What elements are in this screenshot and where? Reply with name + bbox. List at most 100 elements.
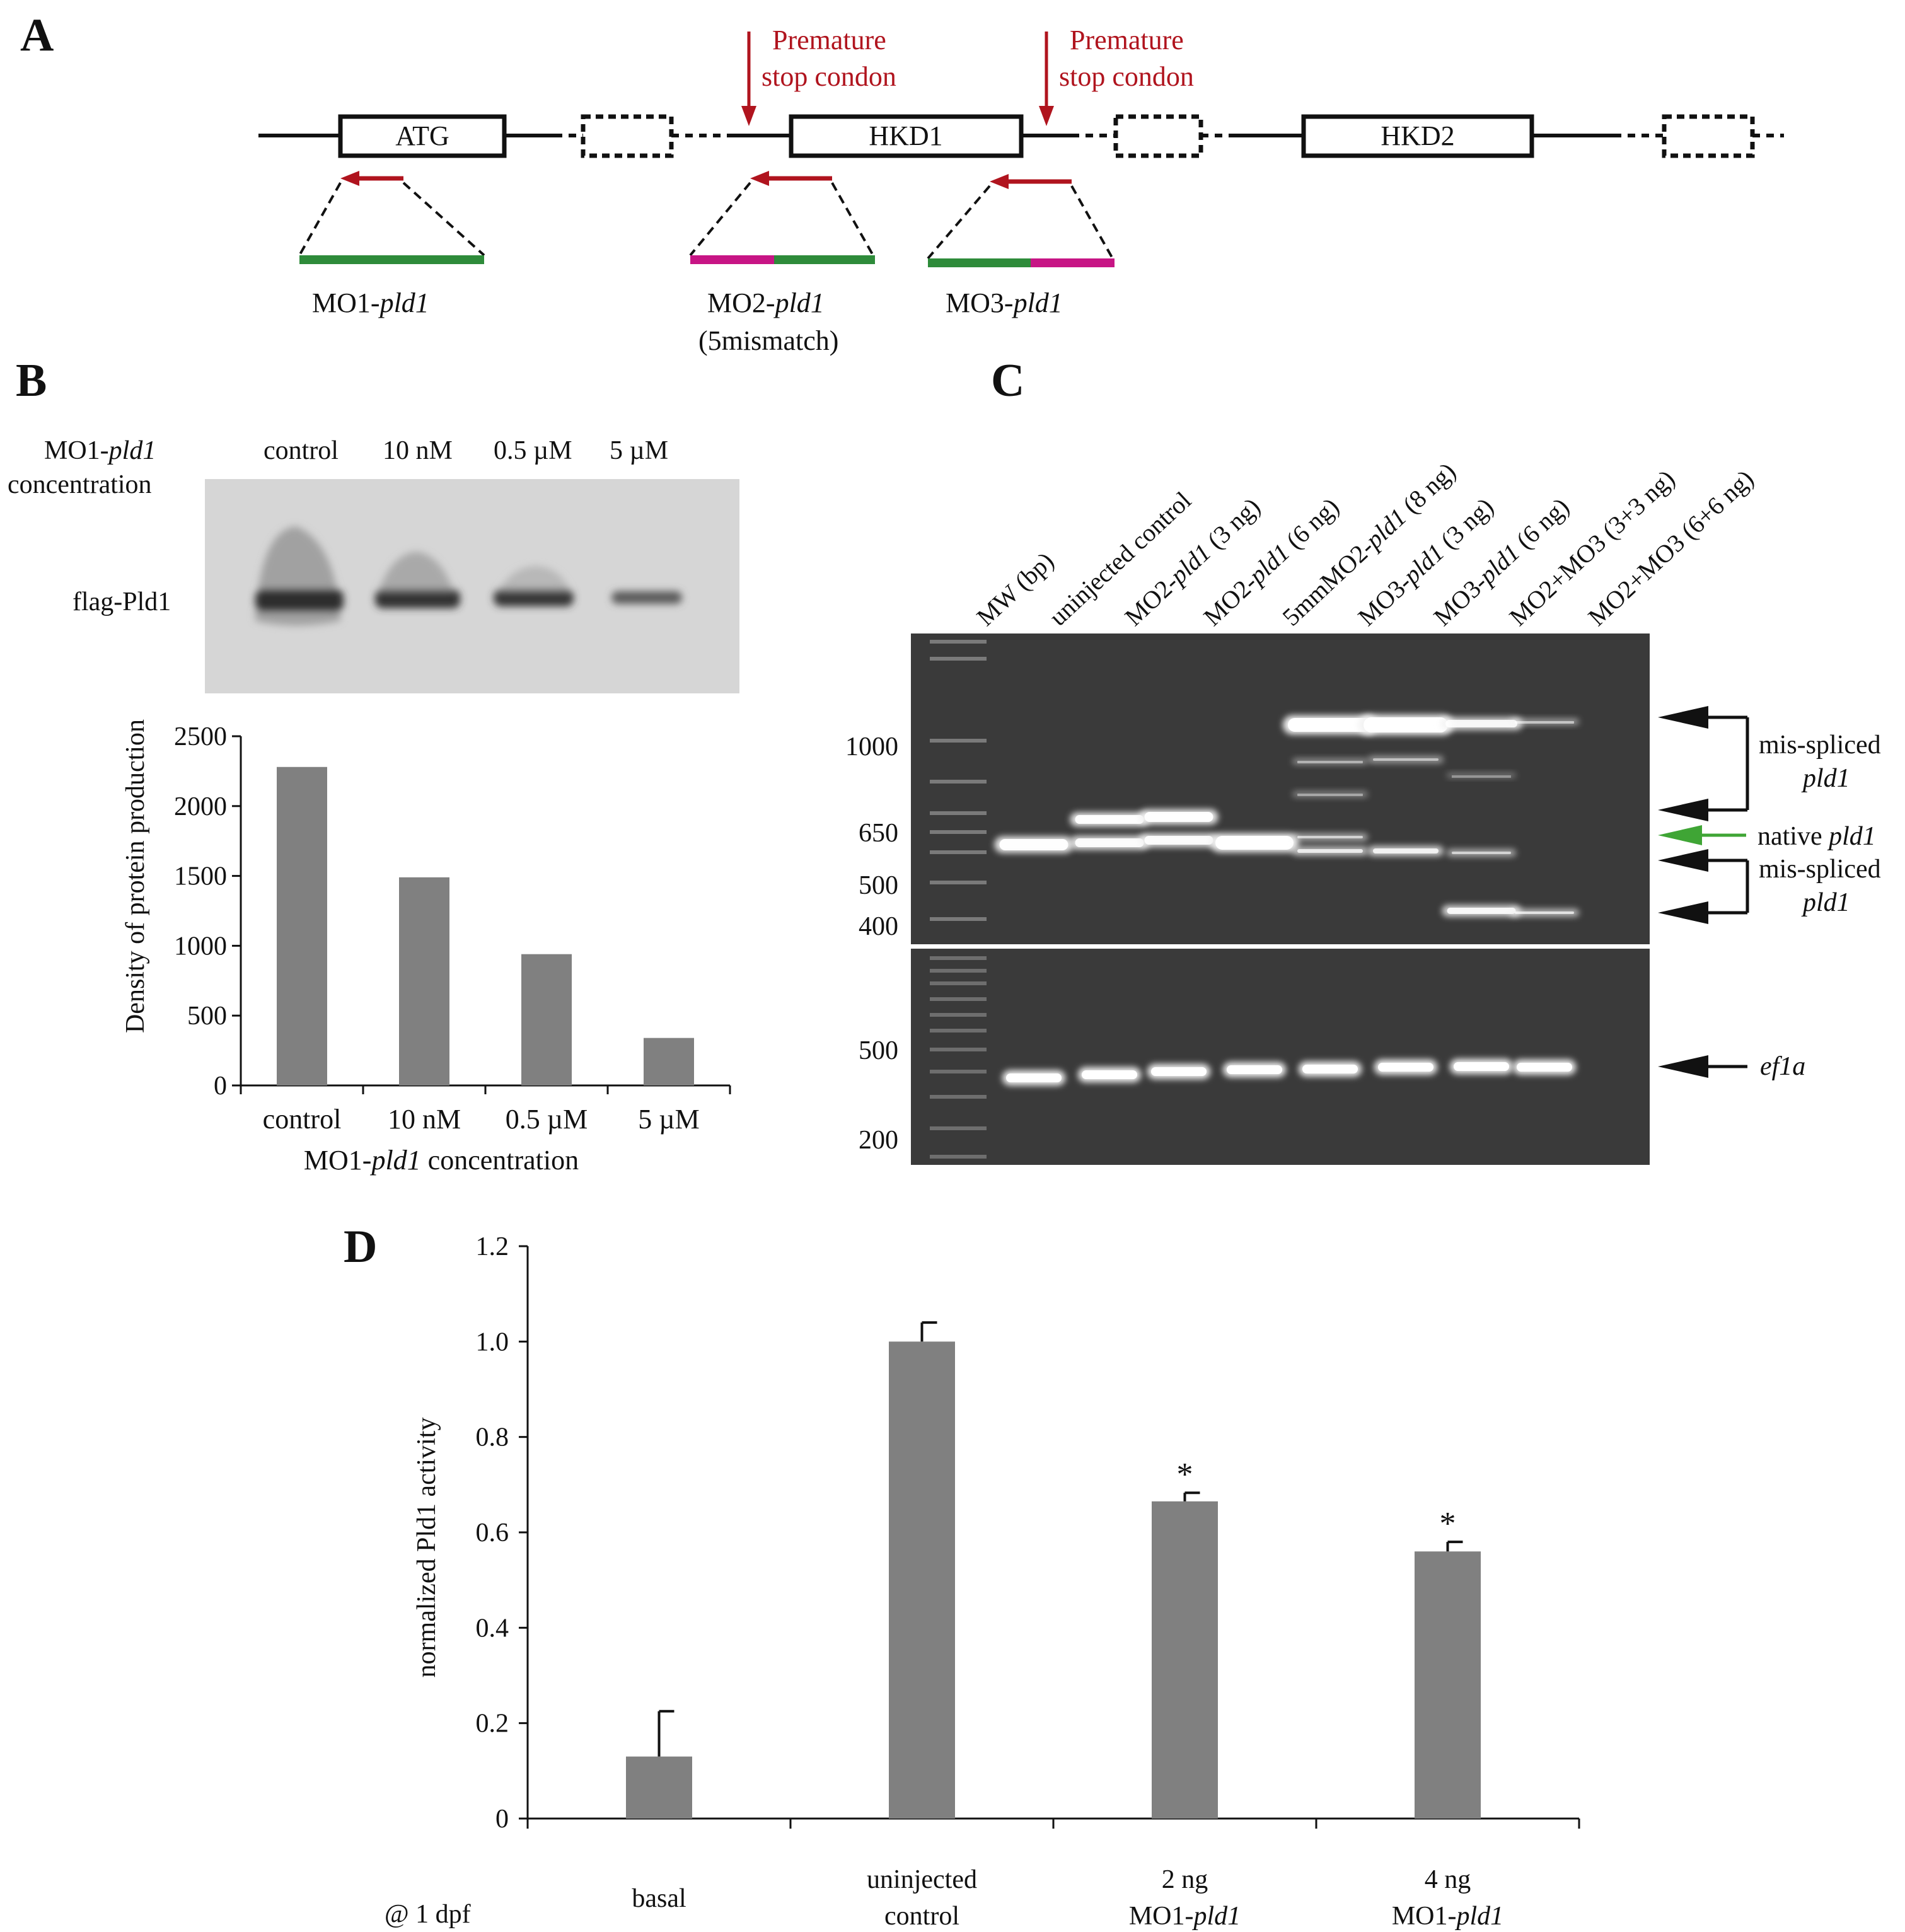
d-ylabel: normalized Pld1 activity: [412, 1418, 441, 1678]
c-annotations: mis-spliced pld1 native pld1 mis-spliced…: [1658, 706, 1881, 1081]
svg-text:ef1a: ef1a: [1760, 1052, 1805, 1081]
svg-text:(5mismatch): (5mismatch): [698, 325, 838, 356]
svg-text:Premature: Premature: [772, 25, 886, 55]
gel-band: [1292, 833, 1368, 841]
b-xtick-label: control: [263, 1104, 342, 1135]
b-ytick-label: 1000: [174, 932, 227, 961]
svg-text:stop condon: stop condon: [1059, 61, 1194, 92]
svg-text:MO2-pld1: MO2-pld1: [707, 287, 825, 318]
panel-letter-b: B: [16, 355, 47, 407]
b-ytick-label: 500: [187, 1002, 227, 1031]
b-bar: [277, 766, 327, 1085]
d-bar: [889, 1341, 955, 1819]
panel-letter-a: A: [20, 9, 54, 61]
d-xtick-label: 4 ng: [1425, 1865, 1471, 1894]
d-ytick-label: 1.0: [476, 1328, 509, 1356]
dashed-exon-2: [1113, 114, 1203, 158]
gel-band: [1447, 849, 1516, 857]
svg-text:pld1: pld1: [1801, 764, 1850, 793]
ladder-band: [930, 1013, 987, 1017]
ladder-band: [930, 969, 987, 973]
stop-arrow-1: Premature stop condon: [741, 25, 896, 126]
ladder-band: [930, 657, 987, 661]
panel-a: A ATG HKD1 HKD2: [20, 9, 1784, 356]
exon-atg: ATG: [338, 114, 507, 158]
gel-top: [911, 633, 1650, 944]
c-lane-label: MO2-pld1 (3 ng): [1119, 492, 1265, 632]
gel-band: [1510, 719, 1579, 725]
ladder-band: [930, 1155, 987, 1159]
gel-band-ef1a: [1450, 1059, 1513, 1074]
c-size-markers: 1000 650 500 400 500 200: [845, 732, 898, 1155]
gel-band: [994, 836, 1074, 853]
b-bar: [521, 954, 572, 1085]
gel-band: [1070, 813, 1149, 826]
c-lane-label: MW (bp): [971, 547, 1059, 632]
b-xtick-label: 10 nM: [388, 1104, 461, 1135]
ladder-band: [930, 780, 987, 784]
mo2-target: MO2-pld1 (5mismatch): [689, 171, 875, 356]
gel-band: [1139, 833, 1219, 847]
gel-band-ef1a: [1223, 1062, 1286, 1077]
c-lane-label: MO3-pld1 (3 ng): [1352, 492, 1498, 632]
b-xlabel: MO1-pld1 concentration: [304, 1145, 579, 1176]
b-ytick-label: 1500: [174, 862, 227, 891]
ladder-band: [930, 739, 987, 743]
b-xtick-label: 5 µM: [638, 1104, 699, 1135]
gel-band: [1292, 791, 1368, 797]
stop-arrow-2: Premature stop condon: [1039, 25, 1194, 126]
d-bar: [626, 1756, 692, 1819]
ladder-band: [930, 1029, 987, 1033]
d-ytick-label: 0.8: [476, 1423, 509, 1452]
svg-text:mis-spliced: mis-spliced: [1759, 855, 1881, 884]
svg-text:500: 500: [859, 1036, 898, 1065]
ladder-band: [930, 1070, 987, 1073]
b-bar: [644, 1038, 694, 1085]
d-xtick-label: uninjected: [867, 1865, 977, 1894]
d-ytick-label: 0.6: [476, 1518, 509, 1547]
b-ytick-label: 0: [214, 1072, 227, 1101]
gel-band-ef1a: [1513, 1060, 1576, 1075]
gel-band: [1447, 773, 1516, 778]
svg-text:5 µM: 5 µM: [610, 436, 668, 465]
exon-hkd2: HKD2: [1301, 114, 1534, 158]
svg-text:400: 400: [859, 912, 898, 941]
d-bar: [1152, 1501, 1218, 1819]
gel-band: [1210, 833, 1299, 852]
ladder-band: [930, 811, 987, 815]
ladder-band: [930, 997, 987, 1001]
dashed-exon-3: [1662, 114, 1755, 158]
d-ytick-label: 0.4: [476, 1614, 509, 1643]
gel-band-ef1a: [1374, 1060, 1437, 1075]
svg-text:Premature: Premature: [1070, 25, 1184, 55]
gel-band: [1358, 715, 1453, 735]
d-ytick-label: 1.2: [476, 1232, 509, 1261]
gel-band: [1442, 905, 1521, 917]
svg-text:0.5 µM: 0.5 µM: [494, 436, 572, 465]
b-header-line2: concentration: [8, 470, 152, 499]
svg-text:HKD1: HKD1: [869, 120, 942, 151]
svg-text:mis-spliced: mis-spliced: [1759, 731, 1881, 760]
gel-band-ef1a: [1078, 1067, 1141, 1082]
d-xtick-label-mo: MO1-pld1: [1129, 1902, 1241, 1931]
exon-hkd1: HKD1: [789, 114, 1024, 158]
d-xtick-label: basal: [632, 1884, 686, 1913]
ladder-band: [930, 640, 987, 644]
b-bar: [399, 877, 449, 1085]
d-xtick-label: control: [884, 1902, 959, 1931]
d-significance: *: [1440, 1506, 1456, 1542]
gel-band: [1368, 846, 1444, 856]
gel-bottom: [911, 949, 1650, 1165]
b-ytick-label: 2000: [174, 792, 227, 821]
mo3-target: MO3-pld1: [927, 174, 1115, 318]
gel-band-ef1a: [1002, 1070, 1065, 1085]
panel-d: D normalized Pld1 activity 00.20.40.60.8…: [344, 1221, 1580, 1931]
western-blot: [205, 479, 739, 693]
b-lane-labels: control 10 nM 0.5 µM 5 µM: [263, 436, 668, 465]
svg-text:200: 200: [859, 1126, 898, 1155]
ladder-band: [930, 1126, 987, 1130]
ladder-band: [930, 1095, 987, 1099]
b-ylabel: Density of protein production: [121, 719, 150, 1033]
